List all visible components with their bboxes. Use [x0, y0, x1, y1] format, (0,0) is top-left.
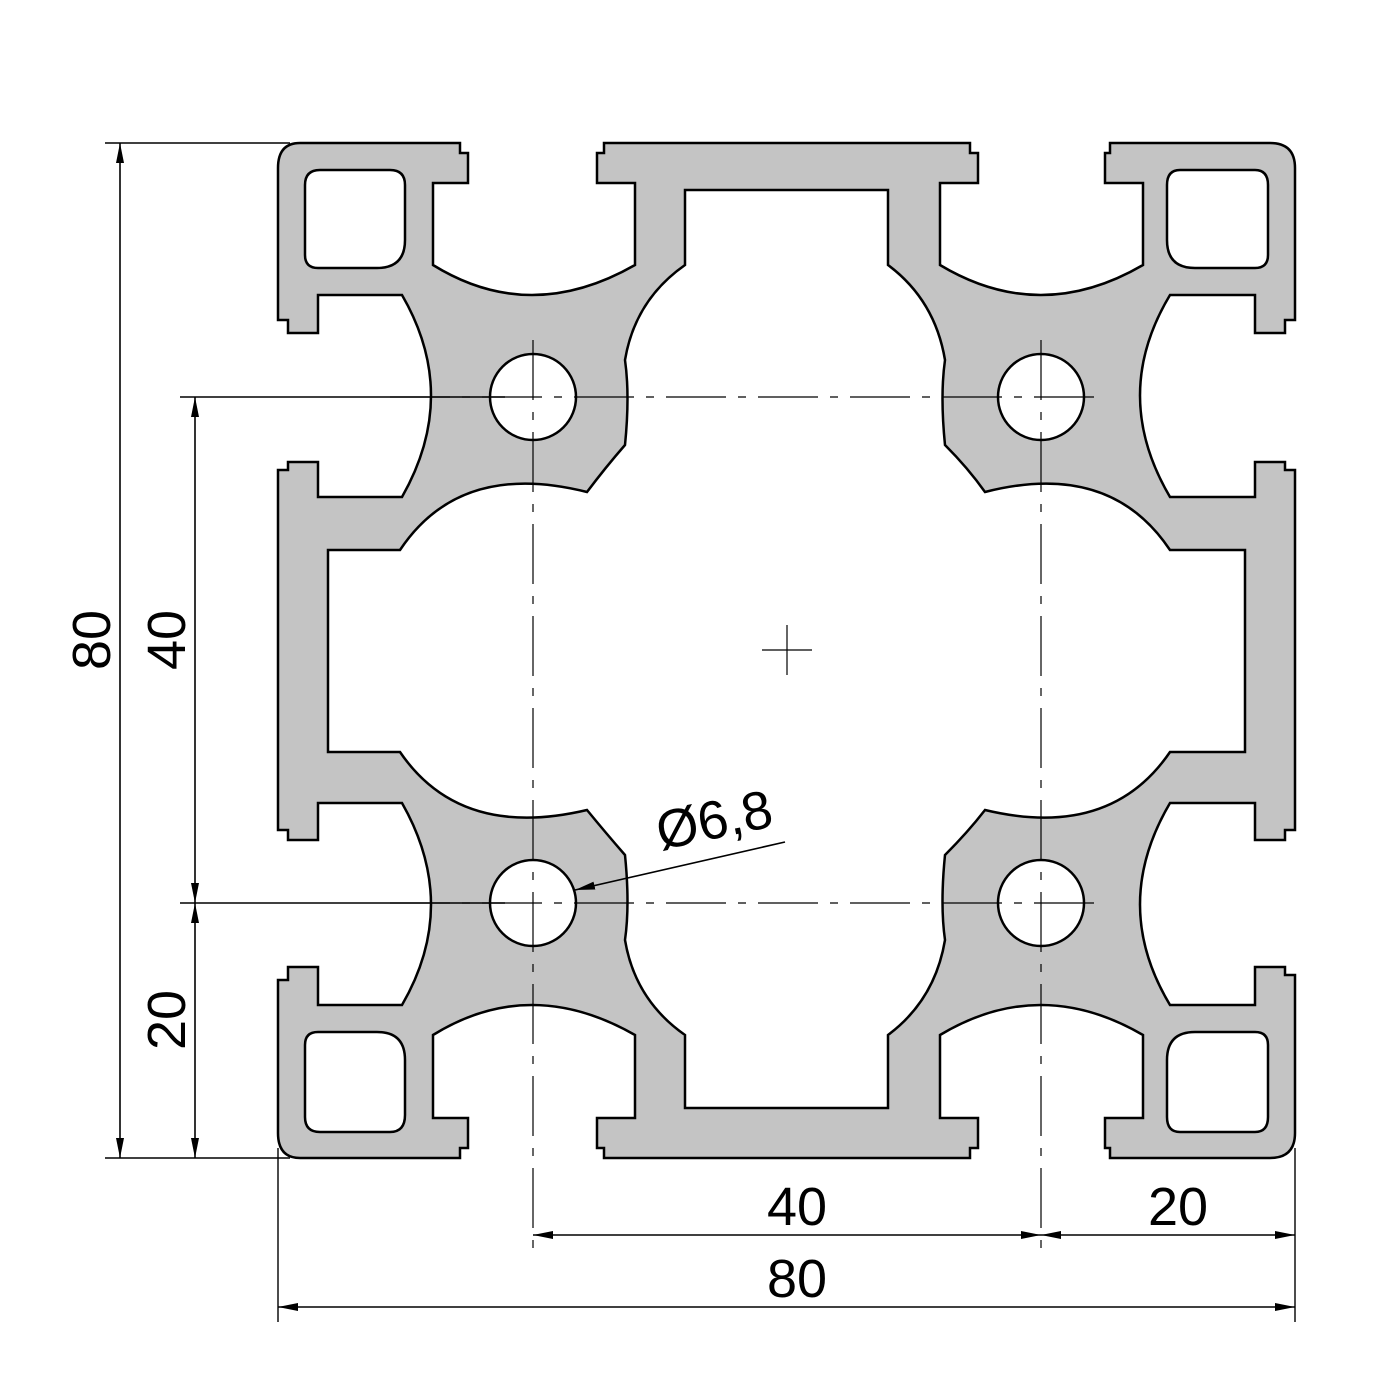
label-hole-to-edge-horizontal: 20: [1148, 1177, 1208, 1237]
center-cross: [762, 625, 812, 675]
dimension-labels: 80 40 20 40 20 80 Ø6,8: [62, 610, 1208, 1309]
label-overall-height: 80: [62, 610, 122, 670]
leader-hole-diameter: [574, 841, 786, 891]
center-lines: [390, 340, 1100, 1248]
label-hole-spacing-vertical: 40: [137, 610, 197, 670]
label-hole-spacing-horizontal: 40: [767, 1177, 827, 1237]
dimension-lines: [116, 143, 1295, 1311]
label-edge-to-hole-vertical: 20: [137, 990, 197, 1050]
label-hole-diameter: Ø6,8: [651, 779, 778, 862]
label-overall-width: 80: [767, 1249, 827, 1309]
